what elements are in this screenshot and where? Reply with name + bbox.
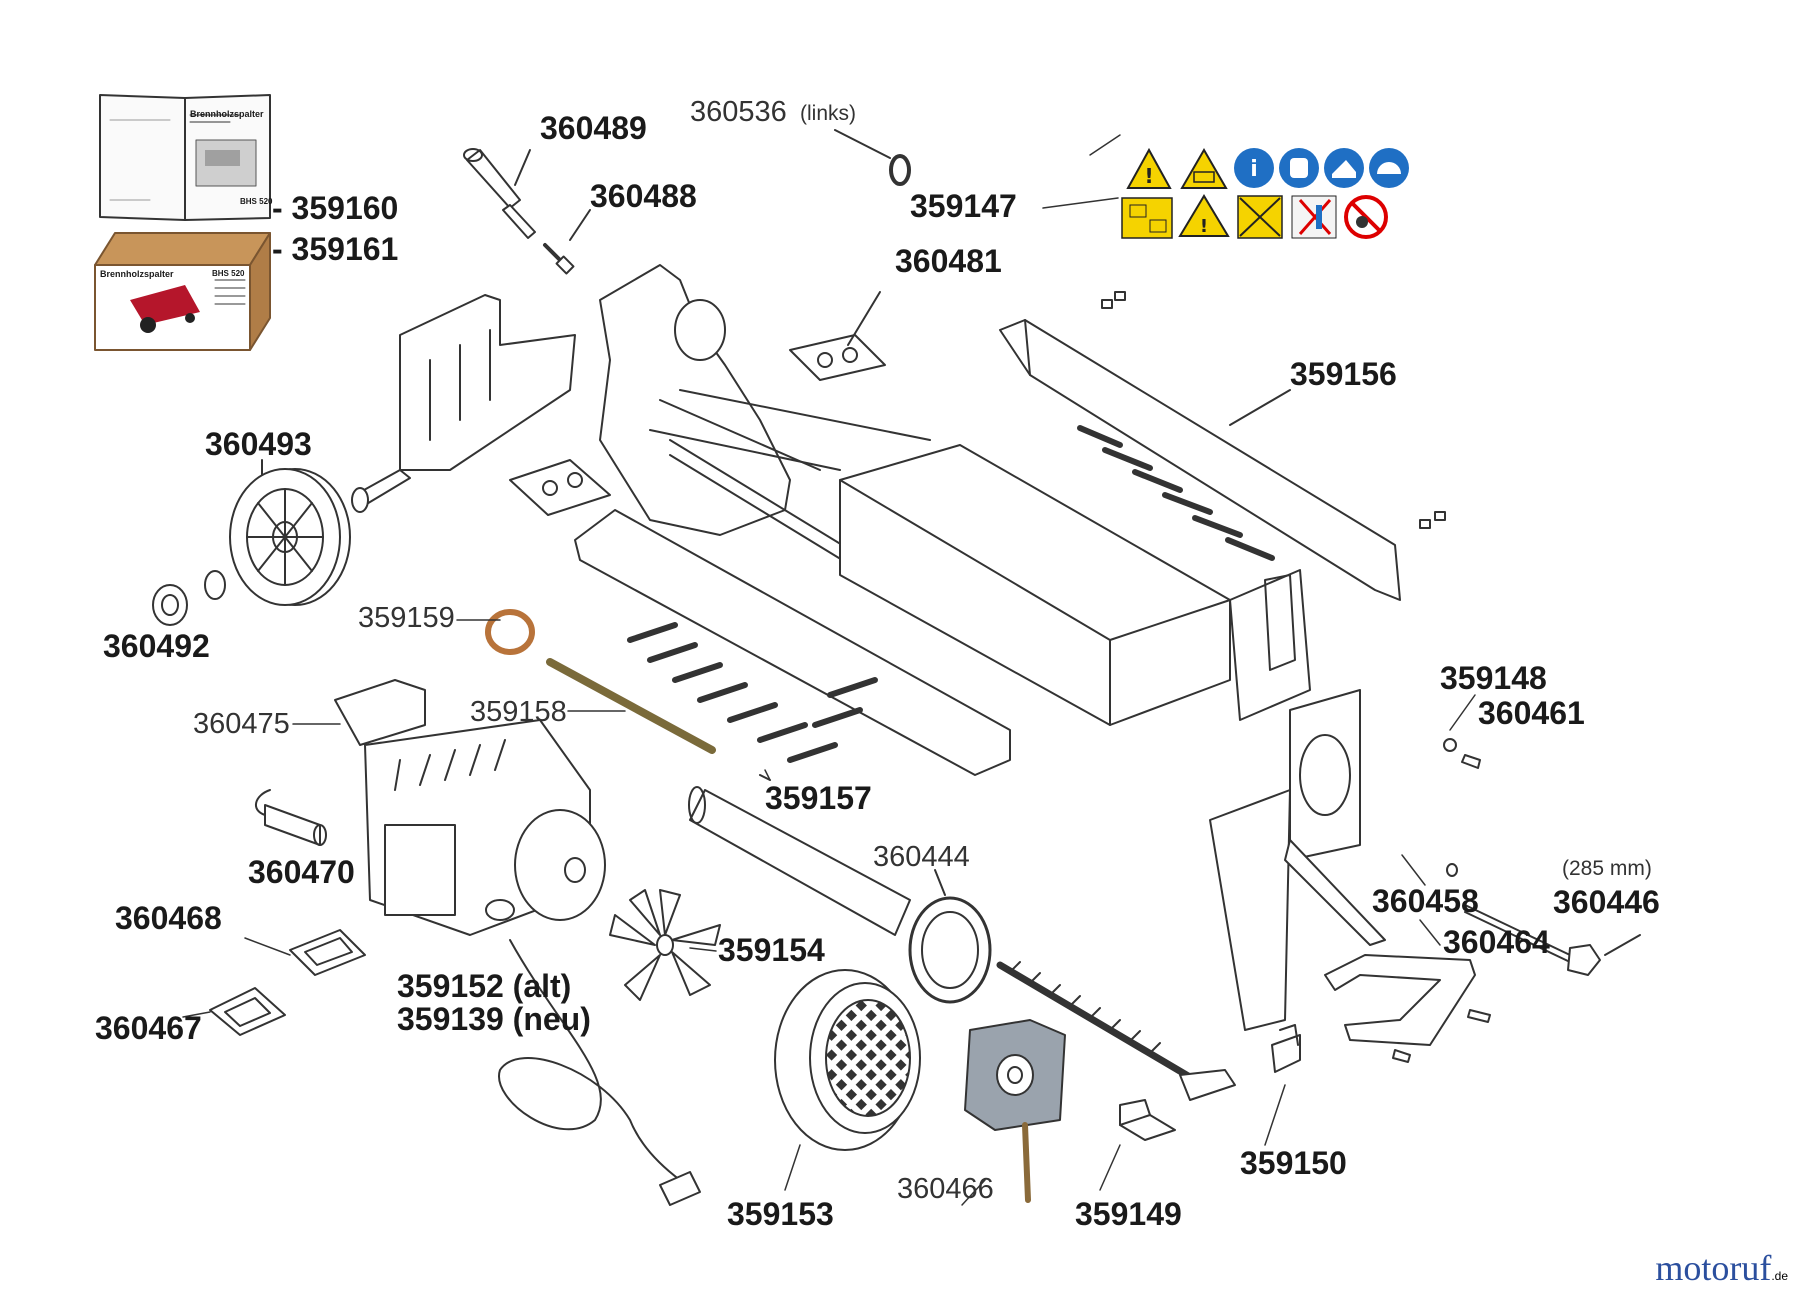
clip-359150-image (1271, 1024, 1301, 1073)
label-359157: 359157 (765, 780, 872, 816)
manual-cover-model: BHS 520 (240, 197, 273, 206)
clip-plate-lower-image (509, 459, 611, 516)
cylinder-housing-image (839, 444, 1231, 726)
label-360481: 360481 (895, 243, 1002, 279)
helmet-icon (1369, 148, 1409, 188)
label-360493: 360493 (205, 426, 312, 462)
wheel-image (229, 459, 351, 606)
label-360461: 360461 (1478, 695, 1585, 731)
label-359156: 359156 (1290, 356, 1397, 392)
label-359159: 359159 (358, 602, 455, 634)
manual-cover-title: Brennholzspalter (190, 109, 264, 119)
label-360467: 360467 (95, 1010, 202, 1046)
box-model: BHS 520 (212, 269, 245, 278)
label-360475: 360475 (193, 708, 290, 740)
small-screws-image (1392, 738, 1491, 1063)
svg-text:!: ! (1144, 164, 1153, 188)
safety-shoes-icon (1324, 148, 1364, 188)
seal-ring-image (908, 869, 992, 1004)
rubber-foot-upper-image (289, 929, 366, 976)
threaded-rod-image (546, 658, 716, 754)
handle-part-image (463, 148, 536, 239)
no-entry-icon (1344, 195, 1388, 239)
splitter-column-image (599, 264, 931, 536)
label-360466: 360466 (897, 1173, 994, 1205)
power-cord-image (498, 939, 701, 1206)
safety-decal-sheet: ! i ! (1121, 147, 1409, 239)
rubber-foot-lower-image (209, 987, 286, 1036)
label-360489: 360489 (540, 110, 647, 146)
clip-plate-upper-image (789, 291, 886, 381)
side-guard-upper-image (999, 319, 1401, 601)
copper-washer-image (485, 609, 535, 655)
label-359147: 359147 (910, 188, 1017, 224)
label-360492: 360492 (103, 628, 210, 664)
warning-triangle-icon: ! (1126, 147, 1172, 189)
label-360536-note: (links) (800, 102, 856, 125)
label-360488: 360488 (590, 178, 697, 214)
clip-ring-image (834, 129, 911, 186)
label-359148: 359148 (1440, 660, 1547, 696)
end-plate-image (1209, 569, 1386, 1031)
operating-manual-image (99, 94, 271, 221)
box-title: Brennholzspalter (100, 269, 174, 279)
label-360470: 360470 (248, 854, 355, 890)
gloves-icon (1279, 148, 1319, 188)
long-bolt-image (1464, 904, 1641, 976)
hydraulic-pump-image (964, 1019, 1066, 1203)
label-359154: 359154 (718, 932, 825, 968)
wheel-cap-image (152, 570, 226, 626)
piston-rod-image (996, 961, 1236, 1101)
packaging-box-image (94, 232, 271, 351)
read-instructions-icon (1121, 197, 1173, 239)
label-360464: 360464 (1443, 924, 1550, 960)
wheel-bracket-image (351, 294, 576, 513)
warning-read-manual-icon (1180, 148, 1228, 189)
clip-359149-image (1119, 1099, 1176, 1141)
svg-text:!: ! (1200, 216, 1208, 237)
label-360444: 360444 (873, 841, 970, 873)
keep-distance-icon (1291, 195, 1337, 239)
label-359160: - 359160 (272, 190, 399, 226)
svg-text:i: i (1250, 157, 1258, 182)
label-360458: 360458 (1372, 883, 1479, 919)
label-359161: - 359161 (272, 231, 399, 267)
label-359153: 359153 (727, 1196, 834, 1232)
label-359152: 359152 (alt) (397, 968, 572, 1004)
piston-tube-image (688, 786, 911, 936)
leader-lines (182, 134, 1476, 1206)
support-handle-image (1324, 954, 1476, 1046)
label-360536: 360536 (690, 96, 787, 128)
brand-logo: motoruf.de (1655, 1247, 1788, 1289)
info-icon: i (1234, 148, 1274, 188)
screw-part-image (543, 209, 591, 275)
label-360446-note: (285 mm) (1562, 857, 1652, 880)
brand-tld: .de (1771, 1269, 1788, 1283)
small-bolt-upper-image (1101, 291, 1446, 529)
label-359150: 359150 (1240, 1145, 1347, 1181)
label-359149: 359149 (1075, 1196, 1182, 1232)
side-guard-lower-image (574, 509, 1011, 781)
capacitor-image (255, 789, 327, 846)
label-360446: 360446 (1553, 884, 1660, 920)
cooling-fan-image (609, 889, 721, 1001)
crush-hazard-icon (1237, 195, 1283, 239)
warning-hand-icon: ! (1178, 194, 1230, 237)
electric-motor-image (334, 679, 606, 936)
fan-cover-image (774, 969, 921, 1151)
brand-name: motoruf (1655, 1248, 1772, 1288)
label-359158: 359158 (470, 696, 567, 728)
label-360468: 360468 (115, 900, 222, 936)
label-359139: 359139 (neu) (397, 1001, 591, 1037)
